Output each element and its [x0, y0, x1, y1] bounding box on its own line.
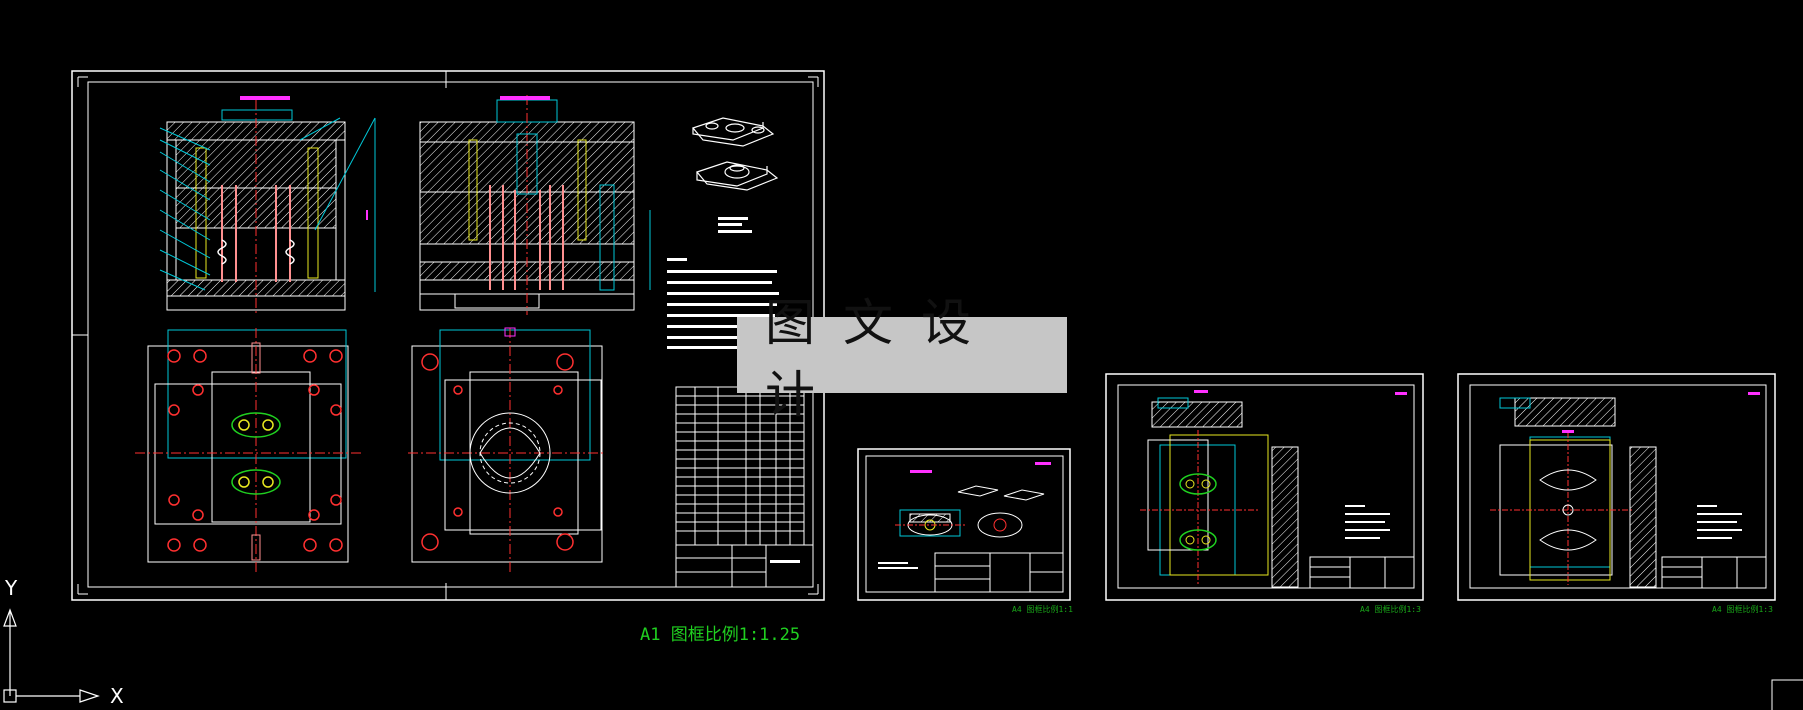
- bill-of-materials-table: [675, 386, 805, 546]
- a4-1-sheet-caption: A4 图框比例1:1: [1012, 605, 1073, 614]
- ucs-y-label: Y: [5, 576, 18, 600]
- a1-sheet-caption: A1 图框比例1:1.25: [640, 625, 801, 645]
- a1-title-block: [675, 544, 814, 588]
- a4-1-title-block: [934, 552, 1064, 593]
- a4-3-part-drawing: [1490, 392, 1760, 588]
- a4-1-notes: [878, 562, 918, 569]
- a4-2-title-block: [1309, 556, 1415, 589]
- a4-1-outer-border: [857, 448, 1071, 601]
- a4-sheet-1[interactable]: [857, 448, 1071, 601]
- a4-2-sheet-caption: A4 图框比例1:3: [1360, 605, 1421, 614]
- ucs-x-label: X: [110, 684, 124, 708]
- ucs-icon: [3, 608, 100, 703]
- a4-3-title-block: [1661, 556, 1767, 589]
- mold-plan-view-left: [135, 328, 362, 575]
- mold-section-view-right: [419, 95, 651, 315]
- mold-section-view-left: [159, 96, 376, 315]
- a4-2-notes: [1345, 505, 1390, 539]
- a4-3-notes: [1697, 505, 1742, 539]
- technical-requirements-text: [667, 258, 779, 349]
- a4-2-outer-border: [1105, 373, 1424, 601]
- a4-sheet-3[interactable]: [1457, 373, 1776, 601]
- a4-2-part-drawing: [1140, 390, 1407, 588]
- watermark-text: 图文设计: [765, 294, 999, 424]
- a4-1-part-drawing: [895, 462, 1051, 538]
- part-isometric-views: [691, 117, 779, 191]
- watermark: 图文设计: [737, 294, 1067, 424]
- a4-3-outer-border: [1457, 373, 1776, 601]
- a1-sheet[interactable]: [71, 70, 825, 601]
- viewport-corner: [1771, 679, 1803, 710]
- a4-2-inner-border: [1117, 384, 1415, 589]
- a4-3-sheet-caption: A4 图框比例1:3: [1712, 605, 1773, 614]
- part-label: [718, 217, 752, 233]
- a4-3-inner-border: [1469, 384, 1767, 589]
- a4-sheet-2[interactable]: [1105, 373, 1424, 601]
- mold-plan-view-right: [408, 327, 606, 575]
